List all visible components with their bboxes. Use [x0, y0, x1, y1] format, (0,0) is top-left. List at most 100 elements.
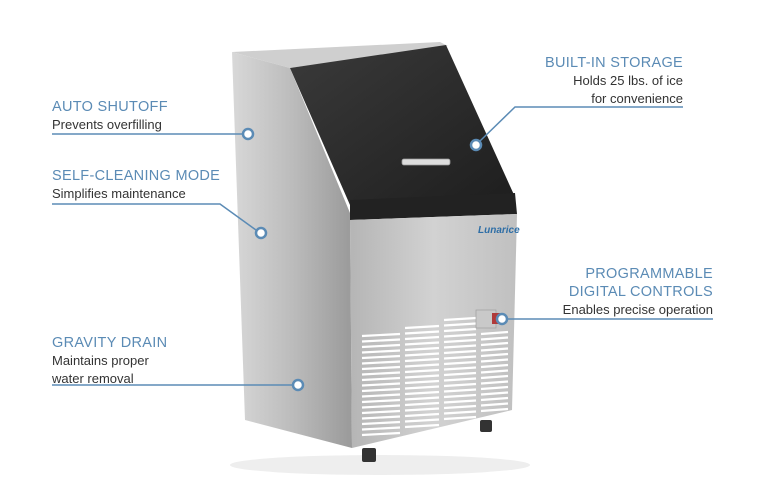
- vent-slat: [480, 391, 509, 396]
- callout-desc: water removal: [52, 371, 134, 386]
- lid: [290, 45, 515, 205]
- vent-slat: [404, 357, 440, 363]
- vent-slat: [480, 363, 509, 369]
- hotspot-built-in-storage[interactable]: [469, 138, 483, 152]
- vent-slat: [443, 327, 477, 333]
- vent-slat: [480, 402, 509, 407]
- hotspot-gravity-drain[interactable]: [291, 378, 305, 392]
- vent-slat: [480, 330, 509, 336]
- callout-desc: Holds 25 lbs. of ice: [573, 73, 683, 88]
- callout-lines: [52, 106, 713, 386]
- vent-slat: [361, 376, 401, 382]
- vent-slat: [361, 387, 401, 393]
- vent-slat: [443, 333, 477, 338]
- front-vents: [361, 316, 509, 437]
- vent-slat: [480, 341, 509, 347]
- vent-slat: [404, 363, 440, 368]
- callout-auto-shutoff: AUTO SHUTOFF Prevents overfilling: [52, 98, 168, 134]
- vent-slat: [404, 341, 440, 346]
- vent-slat: [361, 332, 401, 338]
- callout-desc: Maintains proper: [52, 353, 149, 368]
- vent-slat: [404, 385, 440, 390]
- vent-slat: [443, 344, 477, 349]
- vent-slat: [480, 336, 509, 341]
- vent-slat: [361, 393, 401, 398]
- callout-title: DIGITAL CONTROLS: [568, 284, 713, 300]
- callout-title: GRAVITY DRAIN: [52, 335, 168, 351]
- vent-slat: [361, 398, 401, 404]
- vent-slat: [443, 393, 477, 399]
- vent-slat: [361, 365, 401, 371]
- vent-slat: [443, 382, 477, 388]
- vent-slat: [404, 401, 440, 407]
- vent-slat: [443, 371, 477, 377]
- vent-slat: [404, 418, 440, 423]
- vent-slat: [361, 360, 401, 365]
- vent-slat: [404, 374, 440, 379]
- vent-slat: [480, 369, 509, 374]
- vent-slat: [361, 371, 401, 376]
- vent-slat: [361, 349, 401, 354]
- vent-slat: [404, 396, 440, 401]
- callout-desc: Simplifies maintenance: [52, 186, 186, 201]
- vent-slat: [443, 349, 477, 355]
- vent-slat: [404, 407, 440, 412]
- vent-slat: [443, 415, 477, 421]
- vent-slat: [443, 399, 477, 404]
- vent-slat: [361, 431, 401, 437]
- lid-handle: [401, 158, 451, 166]
- vent-slat: [404, 346, 440, 352]
- callout-self-cleaning: SELF-CLEANING MODE Simplifies maintenanc…: [52, 167, 220, 203]
- vent-slat: [361, 415, 401, 420]
- hotspot-digital-controls[interactable]: [495, 312, 509, 326]
- vent-slat: [443, 360, 477, 366]
- vent-slat: [361, 343, 401, 349]
- vent-slat: [480, 374, 509, 380]
- vent-slat: [404, 379, 440, 385]
- vent-slat: [361, 382, 401, 387]
- vent-slat: [404, 390, 440, 396]
- vent-slat: [443, 404, 477, 410]
- vent-slat: [361, 420, 401, 426]
- vent-slat: [404, 330, 440, 335]
- vent-slat: [480, 347, 509, 352]
- vent-slat: [480, 358, 509, 363]
- lid-band: [350, 193, 517, 220]
- vent-slat: [443, 377, 477, 382]
- vent-slat: [443, 410, 477, 415]
- vent-slat: [361, 409, 401, 415]
- vent-slat: [480, 352, 509, 358]
- hotspot-auto-shutoff[interactable]: [241, 127, 255, 141]
- vent-slat: [361, 338, 401, 343]
- foot: [362, 448, 376, 462]
- callout-title: PROGRAMMABLE: [585, 266, 713, 282]
- vent-slat: [361, 404, 401, 409]
- vent-slat: [443, 355, 477, 360]
- callout-built-in-storage: BUILT-IN STORAGE Holds 25 lbs. of ice fo…: [545, 54, 683, 108]
- callout-digital-controls: PROGRAMMABLE DIGITAL CONTROLS Enables pr…: [563, 265, 713, 319]
- callout-desc: Prevents overfilling: [52, 117, 162, 132]
- vent-slat: [480, 396, 509, 402]
- callout-desc: for convenience: [591, 91, 683, 106]
- vent-slat: [361, 354, 401, 360]
- vent-slat: [443, 366, 477, 371]
- callout-desc: Enables precise operation: [562, 302, 713, 317]
- vent-slat: [443, 338, 477, 344]
- foot: [480, 420, 492, 432]
- callout-gravity-drain: GRAVITY DRAIN Maintains proper water rem…: [52, 334, 167, 388]
- top-surface: [232, 42, 448, 68]
- vent-slat: [443, 322, 477, 327]
- callout-title: AUTO SHUTOFF: [52, 99, 168, 115]
- side-panel: [232, 52, 352, 448]
- brand-logo: Lunarice: [478, 225, 520, 236]
- vent-slat: [404, 324, 440, 330]
- hotspot-self-cleaning[interactable]: [254, 226, 268, 240]
- vent-slat: [361, 426, 401, 431]
- callout-title: SELF-CLEANING MODE: [52, 168, 221, 184]
- vent-slat: [480, 407, 509, 413]
- vent-slat: [480, 380, 509, 385]
- vent-slat: [404, 335, 440, 341]
- vent-slat: [404, 412, 440, 418]
- vent-slat: [404, 368, 440, 374]
